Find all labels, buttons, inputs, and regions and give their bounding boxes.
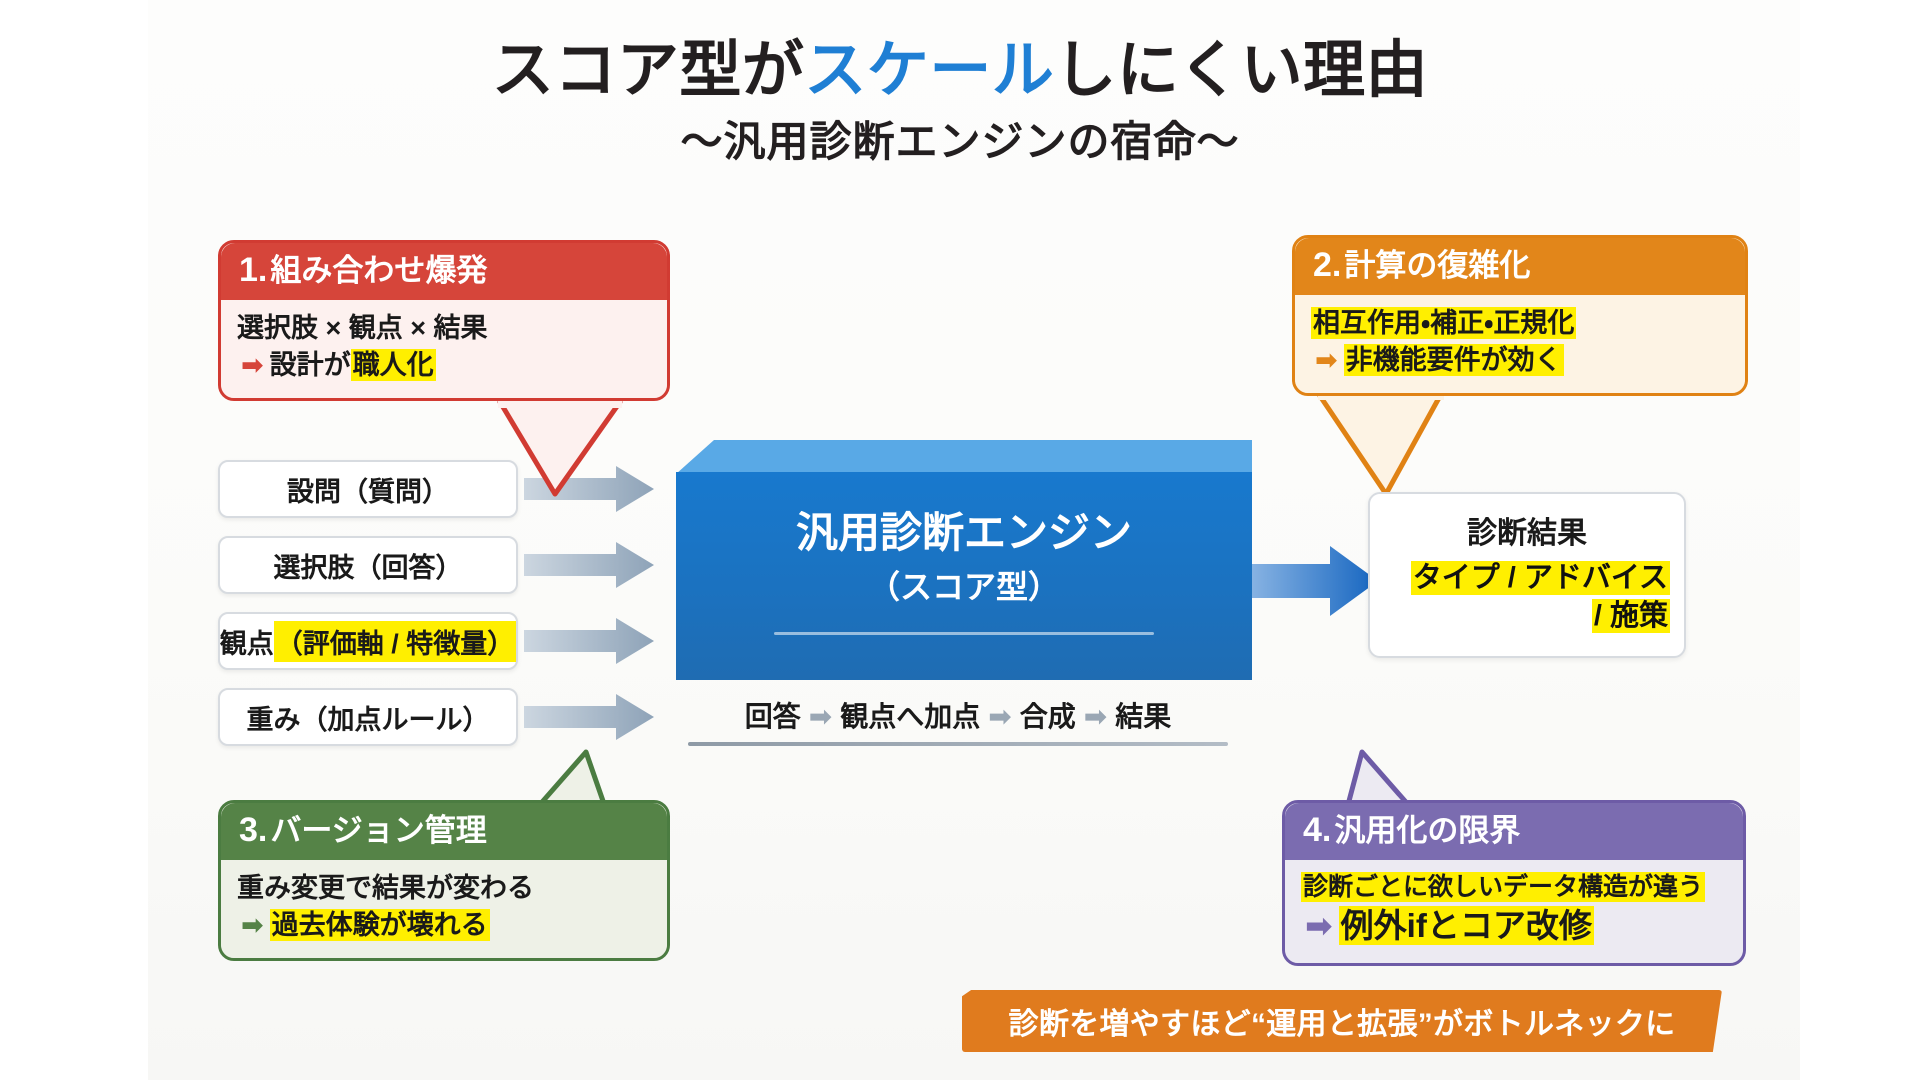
arrow-icon: ➡ [1305,907,1333,945]
callout-1-line2: ➡設計が職人化 [237,347,651,384]
arrow-icon: ➡ [1315,344,1338,375]
page-title: スコア型がスケールしにくい理由 [0,36,1920,105]
callout-card-3: 3.バージョン管理 重み変更で結果が変わる ➡過去体験が壊れる [218,800,670,961]
engine-divider [774,632,1154,636]
input-pill-choices: 選択肢（回答） [218,536,518,594]
input-arrow-2 [524,542,654,588]
callout-tail-1 [497,398,623,497]
flow-step-4: 結果 [1115,701,1172,732]
callout-4-line1: 診断ごとに欲しいデータ構造が違う [1301,870,1727,904]
result-title: 診断結果 [1467,517,1587,550]
input-pill-label: 設問（質問） [287,476,449,507]
callout-2-line1: 相互作用・補正・正規化 [1311,305,1729,342]
callout-4-line1-highlight: 診断ごとに欲しいデータ構造が違う [1301,872,1706,903]
callout-2-heading: 計算の復雑化 [1344,248,1531,283]
callout-4-body: 診断ごとに欲しいデータ構造が違う ➡例外ifとコア改修 [1285,860,1743,963]
callout-card-2: 2.計算の復雑化 相互作用・補正・正規化 ➡非機能要件が効く [1292,235,1748,396]
arrow-icon: ➡ [241,909,264,940]
callout-2-body: 相互作用・補正・正規化 ➡非機能要件が効く [1295,295,1745,393]
title-part-accent: スケール [804,36,1055,105]
callout-1-line2-highlight: 職人化 [350,348,436,381]
input-pill-label: 観点 [219,628,274,659]
input-pill-weight: 重み（加点ルール） [218,688,518,746]
banner-shape [962,990,1722,1052]
callout-card-4: 4.汎用化の限界 診断ごとに欲しいデータ構造が違う ➡例外ifとコア改修 [1282,800,1746,966]
callout-4-heading: 汎用化の限界 [1334,813,1521,848]
bottom-banner: 診断を増やすほど“運用と拡張”がボトルネックに [962,990,1722,1052]
engine-box: 汎用診断エンジン （スコア型） [676,440,1252,680]
title-part-post: しにくい理由 [1054,36,1429,105]
input-pill-question: 設問（質問） [218,460,518,518]
result-body: タイプ / アドバイス / 施策 [1384,560,1670,635]
input-pill-viewpoint: 観点（評価軸 / 特徴量） [218,612,518,670]
callout-4-header: 4.汎用化の限界 [1285,803,1743,861]
callout-2-header: 2.計算の復雑化 [1295,238,1745,296]
callout-2-line2: ➡非機能要件が効く [1311,342,1729,379]
callout-2-number: 2. [1313,246,1342,284]
input-arrow-3 [524,618,654,664]
engine-box-front-face: 汎用診断エンジン （スコア型） [676,472,1252,680]
callout-1-number: 1. [239,251,268,289]
result-highlight-line1: タイプ / アドバイス [1410,561,1670,595]
callout-1-line2-plain: 設計が [269,349,351,380]
input-arrow-4 [524,694,654,740]
callout-2-line2-highlight: 非機能要件が効く [1343,343,1564,376]
callout-3-heading: バージョン管理 [270,813,487,848]
callout-3-line2: ➡過去体験が壊れる [237,907,651,944]
banner-label: 診断を増やすほど“運用と拡張”がボトルネックに [1008,1008,1676,1041]
flow-arrow-icon: ➡ [808,701,833,732]
callout-3-body: 重み変更で結果が変わる ➡過去体験が壊れる [221,860,667,958]
flow-arrow-icon: ➡ [988,701,1012,732]
callout-3-line1: 重み変更で結果が変わる [237,873,534,904]
flow-step-3: 合成 [1019,701,1076,732]
output-arrow [1246,546,1378,616]
callout-4-number: 4. [1303,811,1332,849]
flow-underline [688,741,1228,746]
input-pill-highlight: （評価軸 / 特徴量） [273,620,517,662]
callout-1-header: 1.組み合わせ爆発 [221,243,667,301]
input-arrows-group [524,466,654,740]
flow-text: 回答➡観点へ加点➡合成➡結果 [688,700,1228,734]
callout-1-body: 選択肢 × 観点 × 結果 ➡設計が職人化 [221,300,667,398]
callout-2-line1-highlight: 相互作用・補正・正規化 [1311,307,1577,340]
input-pill-label: 重み（加点ルール） [246,704,490,735]
callout-3-number: 3. [239,811,268,849]
flow-step-1: 回答 [744,701,801,732]
result-highlight-line2: / 施策 [1591,598,1670,633]
callout-1-line1: 選択肢 × 観点 × 結果 [237,313,488,344]
callout-3-line2-highlight: 過去体験が壊れる [269,908,490,941]
input-pill-label: 選択肢（回答） [273,552,463,583]
engine-box-top-face [676,440,1252,474]
page-subtitle: 〜汎用診断エンジンの宿命〜 [680,117,1240,165]
engine-subtitle: （スコア型） [867,569,1060,606]
flow-arrow-icon: ➡ [1083,701,1108,732]
flow-strip: 回答➡観点へ加点➡合成➡結果 [688,700,1228,746]
callout-1-heading: 組み合わせ爆発 [270,253,488,288]
input-arrow-1 [524,466,654,512]
flow-step-2: 観点へ加点 [840,701,981,732]
result-card: 診断結果 タイプ / アドバイス / 施策 [1368,492,1686,658]
engine-title: 汎用診断エンジン [795,509,1132,556]
callout-card-1: 1.組み合わせ爆発 選択肢 × 観点 × 結果 ➡設計が職人化 [218,240,670,401]
arrow-icon: ➡ [241,349,264,380]
title-part-pre: スコア型が [491,36,805,105]
callout-4-line2-highlight: 例外ifとコア改修 [1338,906,1594,946]
callout-4-line2: ➡例外ifとコア改修 [1301,904,1727,949]
callout-3-header: 3.バージョン管理 [221,803,667,861]
title-area: スコア型がスケールしにくい理由 〜汎用診断エンジンの宿命〜 [0,36,1920,165]
